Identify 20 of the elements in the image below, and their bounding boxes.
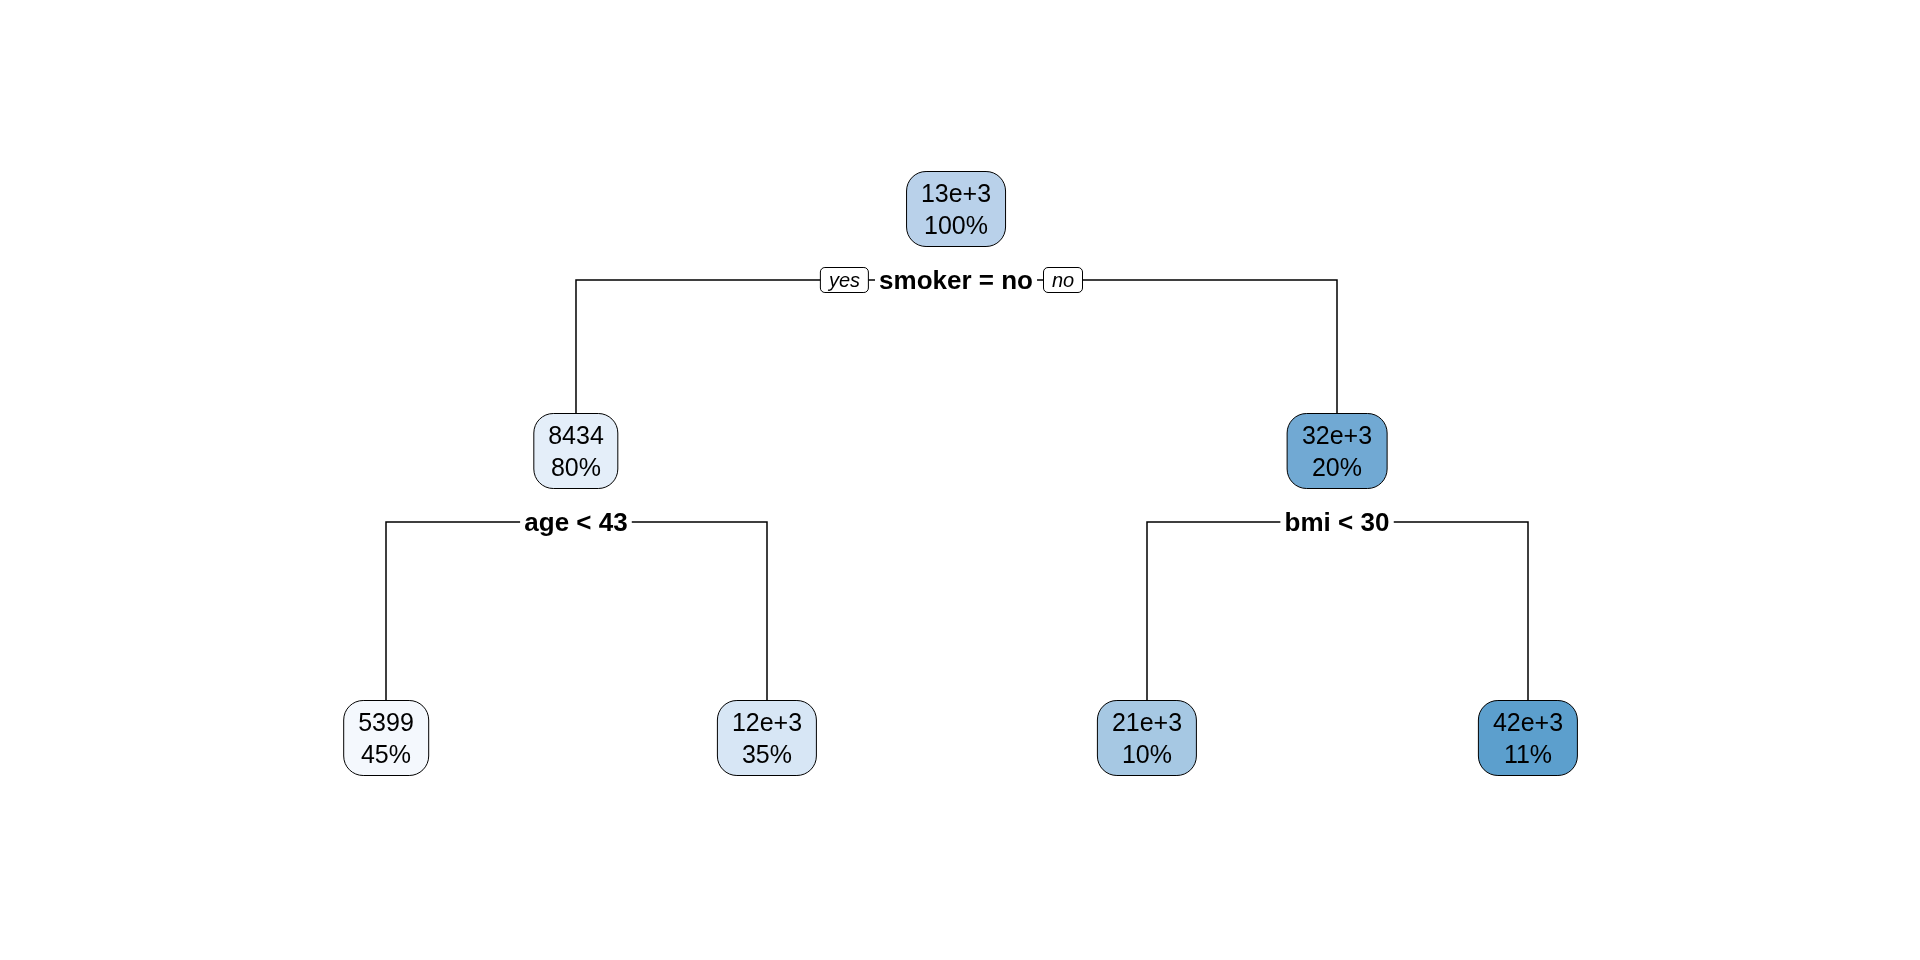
node-percent: 11% xyxy=(1503,739,1553,770)
node-percent: 20% xyxy=(1311,452,1362,483)
node-percent: 10% xyxy=(1121,739,1172,770)
node-value: 13e+3 xyxy=(920,178,992,209)
node-percent: 100% xyxy=(924,210,988,241)
node-value: 21e+3 xyxy=(1111,707,1183,738)
node-percent: 35% xyxy=(741,739,792,770)
node-value: 32e+3 xyxy=(1301,420,1373,451)
connector-line xyxy=(385,521,522,701)
node-percent: 80% xyxy=(550,452,601,483)
connector-line xyxy=(630,521,768,701)
connector-line xyxy=(1392,521,1529,701)
edge-label: no xyxy=(1042,267,1084,293)
node-value: 42e+3 xyxy=(1492,707,1564,738)
edge-label: yes xyxy=(819,267,870,293)
node-value: 8434 xyxy=(548,420,604,451)
connector-line xyxy=(1146,521,1282,701)
node-value: 5399 xyxy=(358,707,414,738)
node-percent: 45% xyxy=(360,739,411,770)
node-value: 12e+3 xyxy=(731,707,803,738)
